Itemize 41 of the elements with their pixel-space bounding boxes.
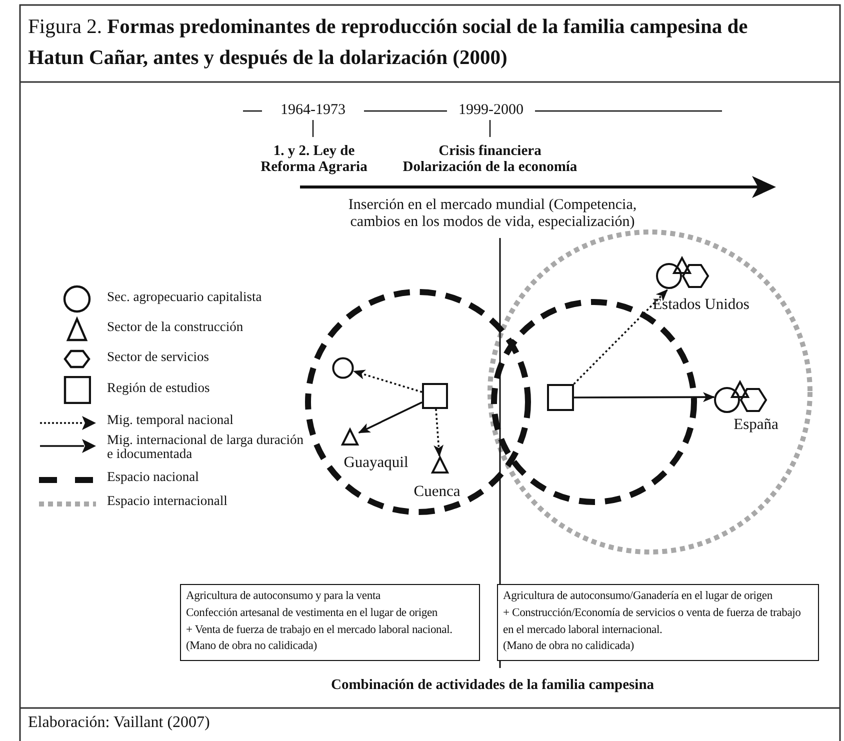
arrow (358, 401, 422, 434)
activity-text: + Construcción/Economía de servicios o venta de fuerza de trabajo en el mercado laboral internacional. (503, 604, 802, 638)
legend-text: Sec. agropecuario capitalista (107, 290, 263, 304)
figure-title: Figura 2. Formas predominantes de reproducción social de la familia campesina de Hatun Cañar, antes y después de la dolarización (2000) (28, 15, 749, 71)
axis-caption: Combinación de actividades de la familia campesina (330, 678, 656, 694)
activity-text: (Mano de obra no calidicada) (503, 638, 635, 654)
activity-box (497, 584, 819, 661)
place-label: Guayaquil (342, 454, 410, 472)
place-label: España (732, 416, 780, 434)
square-symbol (547, 384, 574, 411)
activity-text: Confección artesanal de vestimenta en el lugar de origen (186, 604, 438, 621)
activity-text: Agricultura de autoconsumo/Ganadería en el lugar de origen (503, 588, 774, 604)
circle-symbol (332, 357, 354, 379)
source-note: Elaboración: Vaillant (2007) (28, 714, 210, 732)
event-label: 1. y 2. Ley de Reforma Agraria (260, 144, 368, 176)
place-label: Estados Unidos (652, 296, 750, 314)
legend-text: Región de estudios (107, 381, 211, 396)
legend-text: Sector de servicios (107, 350, 210, 364)
dotted-arrow (434, 408, 444, 457)
activity-text: (Mano de obra no calidicada) (186, 638, 318, 654)
square-symbol (422, 383, 448, 409)
activity-text: Agricultura de autoconsumo y para la venta (186, 588, 382, 604)
sector-symbols (714, 380, 770, 414)
activity-text: + Venta de fuerza de trabajo en el mercado laboral nacional. (186, 622, 454, 638)
event-label: Crisis financiera Dolarización de la economía (402, 144, 578, 176)
dotted-arrow (353, 370, 422, 393)
triangle-symbol (341, 428, 359, 446)
place-label: Cuenca (412, 483, 462, 500)
date-label: 1999-2000 (458, 102, 524, 118)
sector-symbols (656, 256, 712, 290)
trend-label: Inserción en el mercado mundial (Competencia, cambios en los modos de vida, especialización) (347, 197, 638, 230)
legend-text: Espacio internacionall (107, 494, 228, 508)
activity-box (180, 584, 480, 661)
legend-text: Mig. temporal nacional (107, 413, 234, 428)
date-label: 1964-1973 (280, 102, 346, 118)
arrow (574, 392, 715, 402)
triangle-symbol (431, 456, 449, 474)
legend-text: Sector de la construcción (107, 320, 244, 334)
legend-text: Mig. internacional de larga duración e idocumentada (107, 433, 305, 462)
legend-text: Espacio nacional (107, 470, 200, 484)
dotted-arrow (573, 289, 668, 385)
